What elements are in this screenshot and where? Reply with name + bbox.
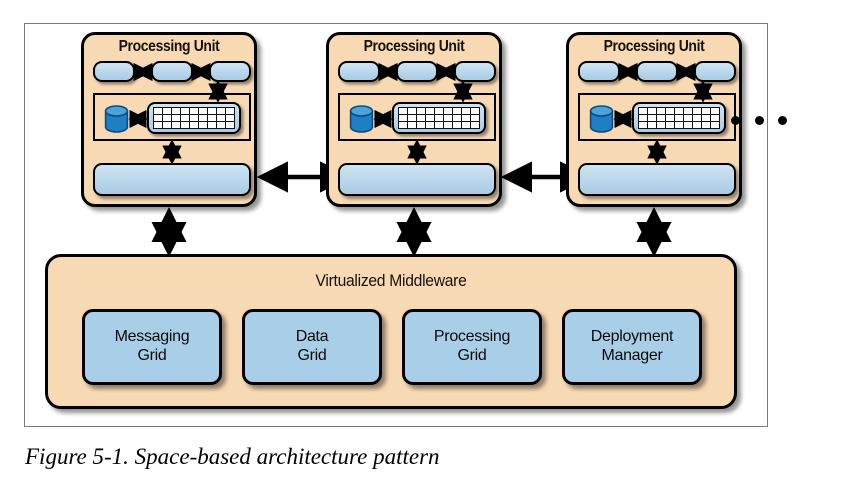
in-memory-data-grid-icon — [632, 102, 726, 134]
grid-cells — [638, 107, 720, 129]
middleware-title: Virtualized Middleware — [315, 271, 467, 290]
messaging-grid-box[interactable]: Messaging Grid — [82, 309, 222, 385]
module-pill-row — [578, 61, 736, 83]
inner-connector-arrows — [128, 109, 148, 129]
inner-connector-arrows — [613, 109, 633, 129]
processing-unit-title: Processing Unit — [603, 38, 705, 55]
pill-connector-arrows — [133, 62, 211, 82]
virtualized-middleware[interactable]: Virtualized Middleware Messaging Grid Da… — [45, 254, 737, 409]
processing-grid-box[interactable]: Processing Grid — [402, 309, 542, 385]
in-memory-data-grid-icon — [147, 102, 241, 134]
ellipsis-dot — [778, 116, 787, 125]
middleware-grid-boxes: Messaging Grid Data Grid Processing Grid… — [82, 309, 702, 385]
database-icon — [349, 105, 374, 133]
figure-frame: Processing Unit — [24, 23, 787, 427]
processing-unit-title: Processing Unit — [363, 38, 465, 55]
processing-unit-bottom-bar[interactable] — [578, 163, 736, 196]
database-icon — [589, 105, 614, 133]
data-grid-container — [578, 93, 736, 141]
ellipsis-dot — [731, 116, 740, 125]
processing-unit-3[interactable]: Processing Unit — [566, 32, 742, 207]
processing-unit-1[interactable]: Processing Unit — [81, 32, 257, 207]
grid-cells — [398, 107, 480, 129]
data-grid-container — [338, 93, 496, 141]
module-pill-row — [338, 61, 496, 83]
database-icon — [104, 105, 129, 133]
diagram-canvas: Processing Unit — [25, 24, 787, 426]
module-pill-row — [93, 61, 251, 83]
pill-connector-arrows — [378, 62, 456, 82]
deployment-manager-box[interactable]: Deployment Manager — [562, 309, 702, 385]
processing-unit-title: Processing Unit — [118, 38, 220, 55]
data-grid-box[interactable]: Data Grid — [242, 309, 382, 385]
processing-unit-2[interactable]: Processing Unit — [326, 32, 502, 207]
figure-caption: Figure 5-1. Space-based architecture pat… — [25, 444, 440, 469]
processing-unit-bottom-bar[interactable] — [93, 163, 251, 196]
data-grid-container — [93, 93, 251, 141]
grid-cells — [153, 107, 235, 129]
inner-connector-arrows — [373, 109, 393, 129]
ellipsis-dot — [754, 116, 764, 125]
pill-connector-arrows — [618, 62, 696, 82]
processing-unit-bottom-bar[interactable] — [338, 163, 496, 196]
in-memory-data-grid-icon — [392, 102, 486, 134]
ellipsis-more-units-icon — [731, 116, 787, 125]
